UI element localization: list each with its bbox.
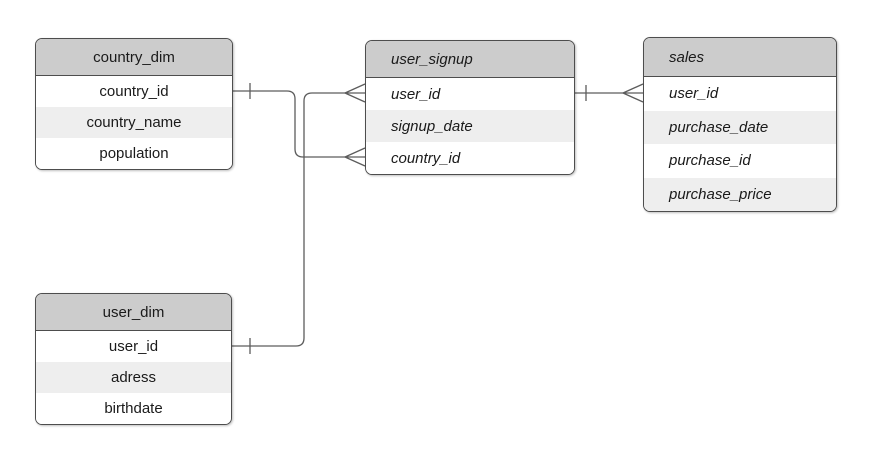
table-title: user_dim [102,303,165,321]
table-title: country_dim [93,48,175,66]
column-name: birthdate [104,400,163,417]
table-row[interactable]: birthdate [36,393,231,424]
crows-foot-many-icon [622,83,644,103]
column-name: purchase_date [669,118,769,136]
entity-table-sales[interactable]: sales user_id purchase_date purchase_id … [643,37,837,212]
crows-foot-many-icon [344,83,366,103]
table-header[interactable]: user_signup [366,41,574,78]
table-row[interactable]: country_name [36,107,232,138]
column-name: country_id [391,149,461,167]
table-row[interactable]: population [36,138,232,169]
table-row[interactable]: purchase_price [644,177,836,211]
column-name: user_id [108,338,159,355]
table-title: user_signup [391,50,473,68]
relationship-countrydim-usersignup[interactable] [233,83,366,167]
table-row[interactable]: user_id [36,331,231,362]
table-header[interactable]: user_dim [36,294,231,331]
connector-line[interactable] [233,90,345,158]
column-name: user_id [669,85,719,103]
entity-table-user-dim[interactable]: user_dim user_id adress birthdate [35,293,232,425]
table-row[interactable]: adress [36,362,231,393]
table-row[interactable]: signup_date [366,110,574,142]
crows-foot-many-icon [344,147,366,167]
relationship-userdim-usersignup[interactable] [232,83,366,354]
table-row[interactable]: country_id [36,76,232,107]
column-name: adress [110,369,157,386]
table-header[interactable]: sales [644,38,836,77]
table-title: sales [669,48,705,66]
column-name: purchase_price [669,185,772,203]
entity-table-country-dim[interactable]: country_dim country_id country_name popu… [35,38,233,170]
column-name: country_id [99,83,169,100]
table-row[interactable]: purchase_date [644,110,836,144]
table-row[interactable]: user_id [644,77,836,111]
column-name: signup_date [391,117,473,135]
table-row[interactable]: country_id [366,142,574,174]
table-row[interactable]: user_id [366,78,574,110]
column-name: country_name [86,114,182,131]
column-name: user_id [391,85,441,103]
relationship-usersignup-sales[interactable] [575,83,644,103]
table-row[interactable]: purchase_id [644,144,836,178]
entity-table-user-signup[interactable]: user_signup user_id signup_date country_… [365,40,575,175]
column-name: population [99,145,169,162]
connector-line[interactable] [232,92,345,347]
column-name: purchase_id [669,152,751,170]
table-header[interactable]: country_dim [36,39,232,76]
